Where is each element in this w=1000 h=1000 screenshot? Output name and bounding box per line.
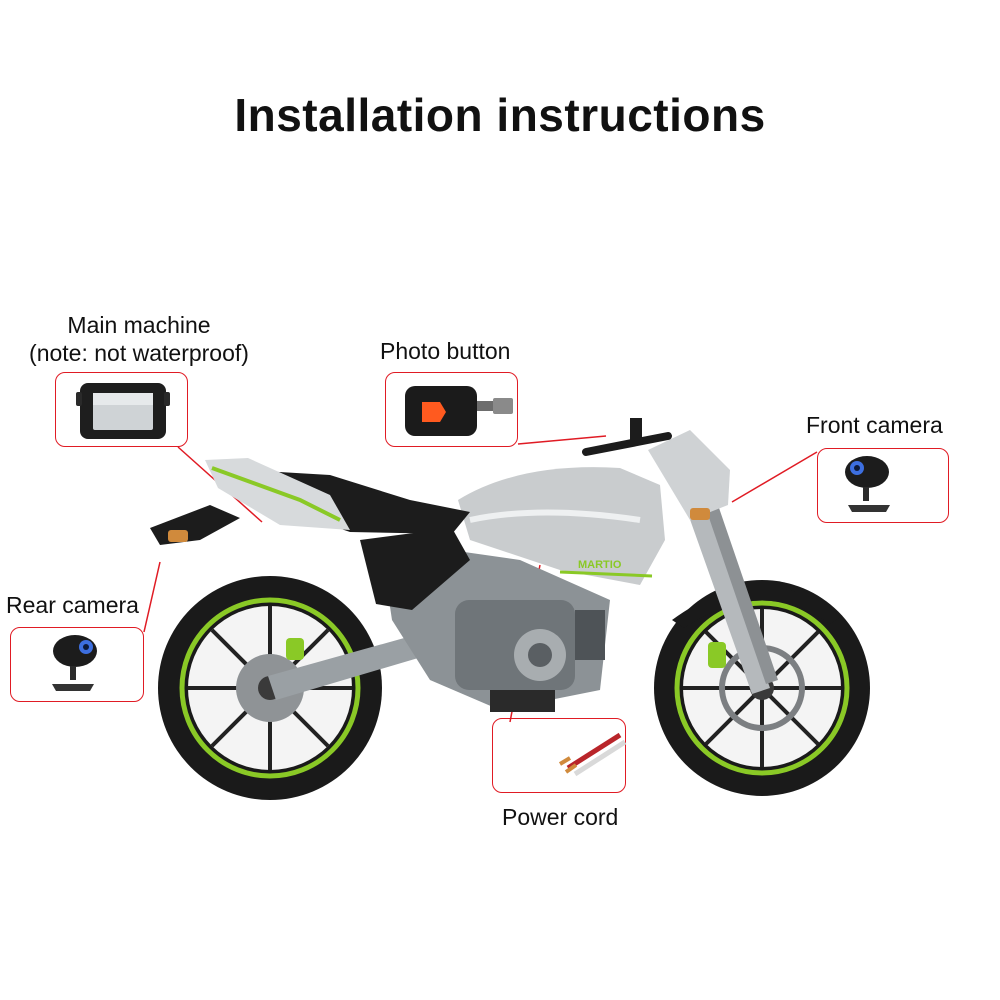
photo-button-image bbox=[405, 386, 513, 436]
front-fork bbox=[676, 470, 778, 694]
main-machine-image bbox=[76, 383, 170, 439]
side-panel bbox=[360, 528, 470, 610]
photo-button-label: Photo button bbox=[380, 338, 511, 364]
power-cord-image bbox=[558, 732, 627, 777]
rear-camera-connector bbox=[143, 561, 161, 633]
rear-brake-caliper bbox=[286, 638, 304, 660]
rear-camera-image bbox=[52, 635, 97, 691]
front-fender bbox=[672, 586, 842, 628]
rear-wheel bbox=[158, 576, 382, 800]
front-brake-caliper bbox=[708, 642, 726, 668]
page-title: Installation instructions bbox=[234, 89, 766, 141]
main-machine-note: (note: not waterproof) bbox=[29, 339, 249, 366]
rear-mudguard bbox=[150, 505, 240, 545]
tank-brand: MARTIO bbox=[578, 559, 622, 571]
photo-button-connector bbox=[517, 435, 607, 445]
tail-section bbox=[205, 458, 350, 530]
power-cord-label: Power cord bbox=[502, 804, 619, 830]
main-machine-label: Main machine (note: not waterproof) bbox=[14, 312, 264, 367]
motorcycle-illustration: MARTIO bbox=[150, 418, 870, 800]
front-camera-image bbox=[845, 456, 890, 512]
front-camera-connector bbox=[731, 451, 818, 503]
engine bbox=[455, 600, 605, 712]
swingarm bbox=[268, 628, 452, 700]
rear-indicator bbox=[168, 530, 188, 542]
fuel-tank bbox=[458, 467, 665, 585]
main-machine-label-line1: Main machine bbox=[67, 312, 211, 338]
rear-camera-label: Rear camera bbox=[6, 592, 139, 618]
front-camera-label: Front camera bbox=[806, 412, 943, 438]
front-indicator bbox=[690, 508, 710, 520]
handlebar bbox=[582, 418, 672, 456]
headlight-cowl bbox=[648, 430, 730, 520]
